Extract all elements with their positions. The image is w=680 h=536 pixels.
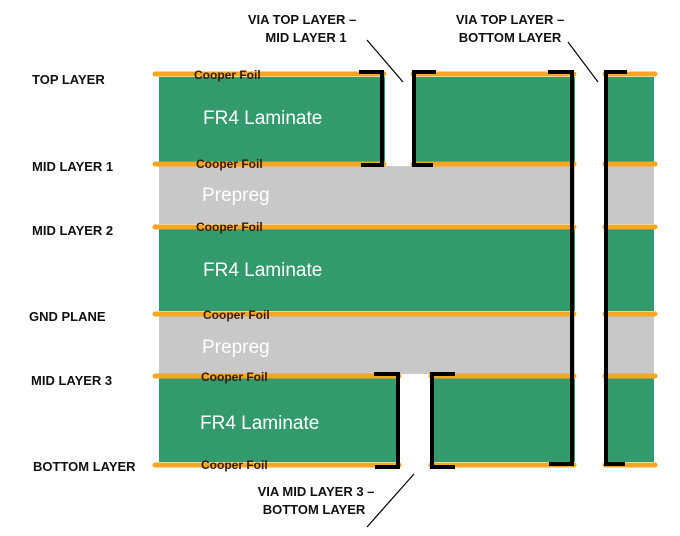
foil-label-bottom: Cooper Foil [201, 458, 268, 472]
via-top-bottom-right-wall [604, 70, 627, 466]
core-label-laminate-2: FR4 Laminate [203, 260, 322, 281]
via-top-mid1-right-wall [412, 70, 436, 167]
core-labels: FR4 Laminate Prepreg FR4 Laminate Prepre… [200, 108, 322, 434]
label-mid-layer-1: MID LAYER 1 [32, 159, 113, 174]
label-top-layer: TOP LAYER [32, 72, 105, 87]
via-mid3-bottom-right-wall [430, 372, 455, 469]
via-hole-top-mid1 [385, 70, 412, 166]
foil-labels: Cooper Foil Cooper Foil Cooper Foil Coop… [194, 68, 270, 472]
via-mid3-bottom-left-wall [374, 372, 400, 469]
label-gnd-plane: GND PLANE [29, 309, 106, 324]
via-holes [385, 70, 604, 468]
foil-label-mid3: Cooper Foil [201, 370, 268, 384]
via-label-top-bottom-line1: VIA TOP LAYER – [456, 12, 564, 27]
via-top-mid1-left-wall [359, 70, 384, 167]
callout-line-top-bottom [567, 41, 599, 83]
via-label-top-bottom-line2: BOTTOM LAYER [459, 30, 562, 45]
via-top-bottom-left-wall [548, 70, 574, 466]
core-label-laminate-3: FR4 Laminate [200, 413, 319, 434]
callout-line-mid3-bottom [366, 473, 415, 528]
via-label-top-mid1-line1: VIA TOP LAYER – [248, 12, 356, 27]
callout-lines [366, 39, 599, 528]
core-label-laminate-1: FR4 Laminate [203, 108, 322, 129]
foil-label-mid2: Cooper Foil [196, 220, 263, 234]
foil-label-top: Cooper Foil [194, 68, 261, 82]
label-bottom-layer: BOTTOM LAYER [33, 459, 136, 474]
via-label-mid3-bottom-line1: VIA MID LAYER 3 – [258, 484, 375, 499]
via-hole-mid3-bottom [400, 374, 430, 468]
foil-label-mid1: Cooper Foil [196, 157, 263, 171]
layer-labels: TOP LAYER MID LAYER 1 MID LAYER 2 GND PL… [29, 72, 136, 474]
callout-line-top-mid1 [366, 39, 404, 83]
label-mid-layer-3: MID LAYER 3 [31, 373, 112, 388]
via-plating [359, 70, 627, 469]
label-mid-layer-2: MID LAYER 2 [32, 223, 113, 238]
core-label-prepreg-2: Prepreg [202, 337, 270, 358]
via-labels: VIA TOP LAYER – MID LAYER 1 VIA TOP LAYE… [248, 12, 564, 517]
via-label-mid3-bottom-line2: BOTTOM LAYER [263, 502, 366, 517]
via-label-top-mid1-line2: MID LAYER 1 [265, 30, 346, 45]
foil-label-gnd: Cooper Foil [203, 308, 270, 322]
via-hole-top-bottom [575, 70, 604, 468]
core-label-prepreg-1: Prepreg [202, 185, 270, 206]
